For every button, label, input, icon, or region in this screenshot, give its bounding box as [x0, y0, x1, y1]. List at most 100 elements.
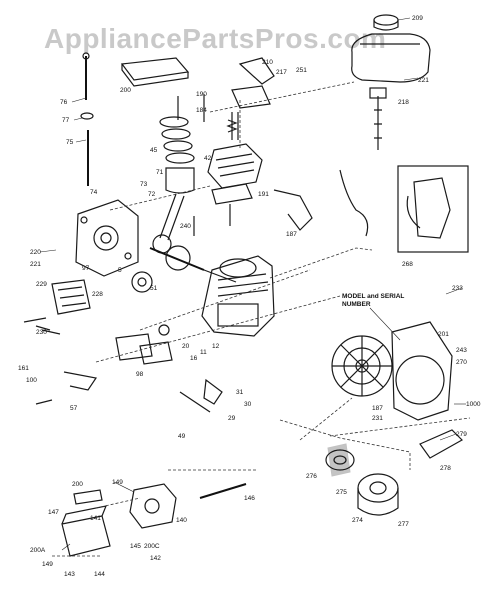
callout-146: 146	[244, 495, 255, 502]
blower-housing	[391, 321, 453, 421]
crankshaft	[149, 245, 237, 283]
callout-71: 71	[156, 169, 164, 176]
callout-276: 276	[306, 473, 317, 480]
callout-73: 73	[140, 181, 148, 188]
ignition-inset	[397, 165, 469, 253]
callout-11: 11	[200, 349, 207, 356]
callout-233: 233	[452, 285, 463, 292]
callout-97: 97	[82, 265, 90, 272]
callout-5: 5	[118, 267, 122, 274]
crankcase-cover	[75, 199, 139, 277]
callout-200: 200	[120, 87, 131, 94]
callout-218: 218	[398, 99, 409, 106]
callout-187-right: 187	[372, 405, 383, 412]
bolts	[23, 94, 231, 405]
callout-184: 184	[196, 107, 207, 114]
valve-cover	[51, 279, 91, 315]
callout-190: 190	[196, 91, 207, 98]
callout-210: 210	[262, 59, 273, 66]
cylinder-block	[201, 255, 275, 337]
governor-linkage	[63, 371, 223, 413]
model-serial-note-2: NUMBER	[342, 301, 371, 308]
timing-gear	[131, 271, 153, 293]
callout-42: 42	[204, 155, 212, 162]
callout-229: 229	[36, 281, 47, 288]
recoil-starter	[357, 473, 399, 516]
callout-200-bottom: 200	[72, 481, 83, 488]
head-gasket	[211, 183, 253, 205]
callout-217: 217	[276, 69, 287, 76]
callout-45: 45	[150, 147, 158, 154]
callout-29: 29	[228, 415, 236, 422]
callout-279: 279	[456, 431, 467, 438]
piston-rings	[159, 116, 195, 194]
callout-209: 209	[412, 15, 423, 22]
callout-220: 220	[30, 249, 41, 256]
cylinder-head	[207, 143, 263, 189]
callout-149: 149	[112, 479, 123, 486]
callout-57: 57	[70, 405, 78, 412]
callout-74: 74	[90, 189, 98, 196]
callout-141: 141	[90, 515, 101, 522]
callout-145: 145	[130, 543, 141, 550]
callout-76: 76	[60, 99, 68, 106]
fuel-line	[369, 87, 387, 150]
fuel-tank	[351, 33, 431, 83]
starter-handle	[419, 429, 463, 459]
callout-49: 49	[178, 433, 186, 440]
starter-cup	[325, 449, 355, 471]
wire-harness	[273, 169, 369, 237]
callout-191: 191	[258, 191, 269, 198]
callout-77: 77	[62, 117, 70, 124]
carburetor	[129, 483, 177, 529]
callout-201: 201	[438, 331, 449, 338]
callout-275: 275	[336, 489, 347, 496]
callout-142: 142	[150, 555, 161, 562]
callout-51: 51	[150, 285, 158, 292]
callout-251: 251	[296, 67, 307, 74]
callout-274: 274	[352, 517, 363, 524]
callout-228: 228	[92, 291, 103, 298]
assembly-lines	[52, 81, 471, 557]
callout-221-left: 221	[30, 261, 41, 268]
callout-161: 161	[18, 365, 29, 372]
valves	[226, 112, 239, 140]
starter-plate	[327, 443, 351, 477]
callout-140: 140	[176, 517, 187, 524]
callout-221: 221	[418, 77, 429, 84]
dipstick-tube	[80, 52, 94, 186]
callout-72: 72	[148, 191, 156, 198]
callout-98: 98	[136, 371, 144, 378]
watermark-text: AppliancePartsPros.com	[44, 23, 386, 54]
callout-231: 231	[372, 415, 383, 422]
callout-278: 278	[440, 465, 451, 472]
callout-30: 30	[244, 401, 252, 408]
callout-143: 143	[64, 571, 75, 578]
callout-268: 268	[402, 261, 413, 268]
callout-75: 75	[66, 139, 74, 146]
callout-12: 12	[212, 343, 220, 350]
callout-149-lower: 149	[42, 561, 53, 568]
callout-100: 100	[26, 377, 37, 384]
air-filter	[120, 57, 190, 87]
leader-lines	[39, 17, 466, 551]
model-serial-note: MODEL and SERIAL	[342, 293, 404, 300]
callout-240: 240	[180, 223, 191, 230]
callout-147: 147	[48, 509, 59, 516]
gaskets	[115, 324, 173, 365]
callout-270: 270	[456, 359, 467, 366]
callout-20: 20	[182, 343, 190, 350]
callout-144: 144	[94, 571, 105, 578]
callout-187: 187	[286, 231, 297, 238]
callout-16: 16	[190, 355, 198, 362]
throttle-rod	[199, 483, 247, 499]
callout-31: 31	[236, 389, 244, 396]
callout-200A: 200A	[30, 547, 46, 554]
part-callouts: 209 210 217 251 200 221 218 76 77 75 190…	[18, 15, 481, 578]
callout-200C: 200C	[144, 543, 160, 550]
carb-gasket	[73, 489, 103, 505]
tank-bracket	[231, 57, 275, 109]
flywheel	[331, 335, 393, 397]
callout-277: 277	[398, 521, 409, 528]
